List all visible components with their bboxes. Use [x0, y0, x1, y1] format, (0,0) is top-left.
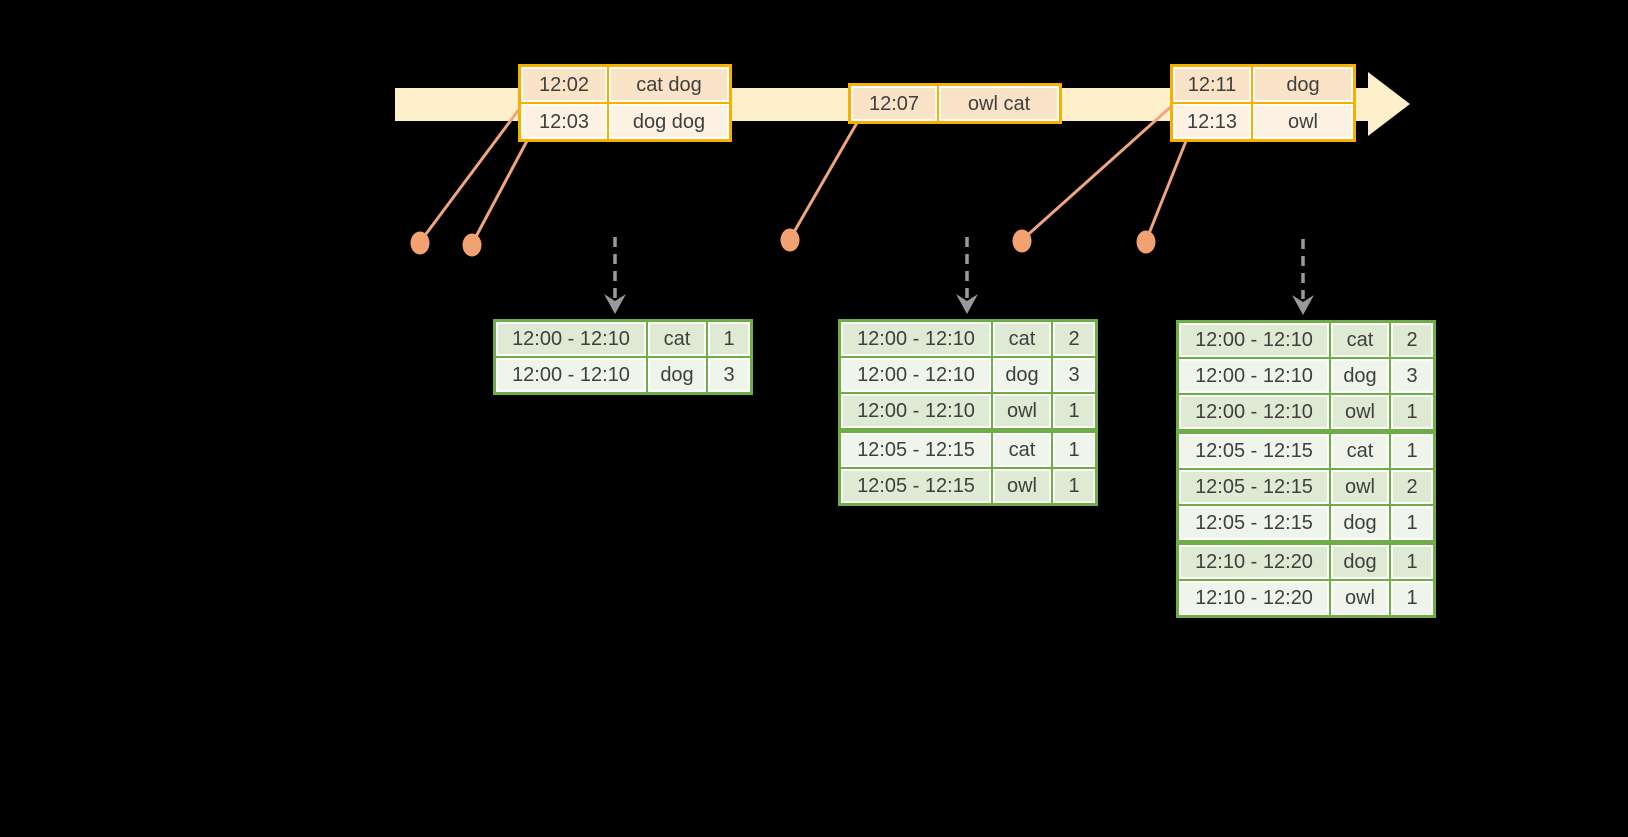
window-cell: 12:05 - 12:15 — [1179, 470, 1329, 504]
word-cell: dog — [1331, 545, 1389, 579]
count-cell: 2 — [1391, 470, 1433, 504]
words-cell: cat dog — [609, 67, 729, 102]
count-cell: 1 — [1391, 434, 1433, 468]
count-cell: 2 — [1391, 323, 1433, 357]
count-cell: 1 — [1391, 581, 1433, 615]
connector-line — [470, 138, 530, 245]
word-cell: owl — [1331, 395, 1389, 429]
event-dot — [780, 228, 800, 252]
word-cell: owl — [1331, 581, 1389, 615]
count-cell: 1 — [1053, 433, 1095, 467]
count-cell: 3 — [1053, 358, 1095, 392]
window-cell: 12:10 - 12:20 — [1179, 581, 1329, 615]
event-dot — [410, 231, 430, 255]
count-cell: 1 — [1391, 545, 1433, 579]
trigger-arrows — [604, 237, 1314, 315]
trigger-arrowhead-icon — [956, 294, 978, 314]
time-cell: 12:02 — [521, 67, 607, 102]
words-cell: dog — [1253, 67, 1353, 102]
window-cell: 12:10 - 12:20 — [1179, 545, 1329, 579]
word-cell: dog — [993, 358, 1051, 392]
window-cell: 12:00 - 12:10 — [1179, 323, 1329, 357]
count-cell: 1 — [1391, 395, 1433, 429]
connector-line — [1144, 140, 1188, 242]
window-cell: 12:05 - 12:15 — [1179, 506, 1329, 540]
time-cell: 12:07 — [851, 86, 937, 121]
count-cell: 3 — [708, 358, 750, 392]
window-cell: 12:00 - 12:10 — [841, 394, 991, 428]
event-connector-lines — [418, 101, 1188, 245]
words-cell: owl cat — [939, 86, 1059, 121]
window-cell: 12:00 - 12:10 — [496, 358, 646, 392]
event-dot — [1136, 230, 1156, 254]
word-cell: dog — [1331, 359, 1389, 393]
count-cell: 3 — [1391, 359, 1433, 393]
count-cell: 1 — [1053, 469, 1095, 503]
window-cell: 12:00 - 12:10 — [496, 322, 646, 356]
window-cell: 12:00 - 12:10 — [841, 358, 991, 392]
trigger-arrowhead-icon — [1292, 295, 1314, 315]
window-cell: 12:05 - 12:15 — [841, 469, 991, 503]
count-cell: 1 — [708, 322, 750, 356]
word-cell: owl — [1331, 470, 1389, 504]
words-cell: owl — [1253, 104, 1353, 139]
window-cell: 12:05 - 12:15 — [841, 433, 991, 467]
count-cell: 1 — [1053, 394, 1095, 428]
connector-line — [418, 103, 525, 243]
window-cell: 12:00 - 12:10 — [1179, 359, 1329, 393]
window-cell: 12:00 - 12:10 — [841, 322, 991, 356]
word-cell: cat — [1331, 323, 1389, 357]
window-cell: 12:05 - 12:15 — [1179, 434, 1329, 468]
word-cell: owl — [993, 469, 1051, 503]
word-cell: dog — [1331, 506, 1389, 540]
connector-line — [1020, 101, 1177, 242]
time-cell: 12:03 — [521, 104, 607, 139]
time-cell: 12:11 — [1173, 67, 1251, 102]
event-dot — [1012, 229, 1032, 253]
word-cell: cat — [993, 433, 1051, 467]
event-dots — [410, 228, 1156, 257]
word-cell: owl — [993, 394, 1051, 428]
word-cell: cat — [993, 322, 1051, 356]
word-cell: cat — [1331, 434, 1389, 468]
connector-line — [788, 120, 860, 240]
time-cell: 12:13 — [1173, 104, 1251, 139]
words-cell: dog dog — [609, 104, 729, 139]
window-cell: 12:00 - 12:10 — [1179, 395, 1329, 429]
timeline-arrowhead-icon — [1368, 72, 1410, 136]
word-cell: cat — [648, 322, 706, 356]
count-cell: 2 — [1053, 322, 1095, 356]
event-dot — [462, 233, 482, 257]
count-cell: 1 — [1391, 506, 1433, 540]
word-cell: dog — [648, 358, 706, 392]
trigger-arrowhead-icon — [604, 294, 626, 314]
